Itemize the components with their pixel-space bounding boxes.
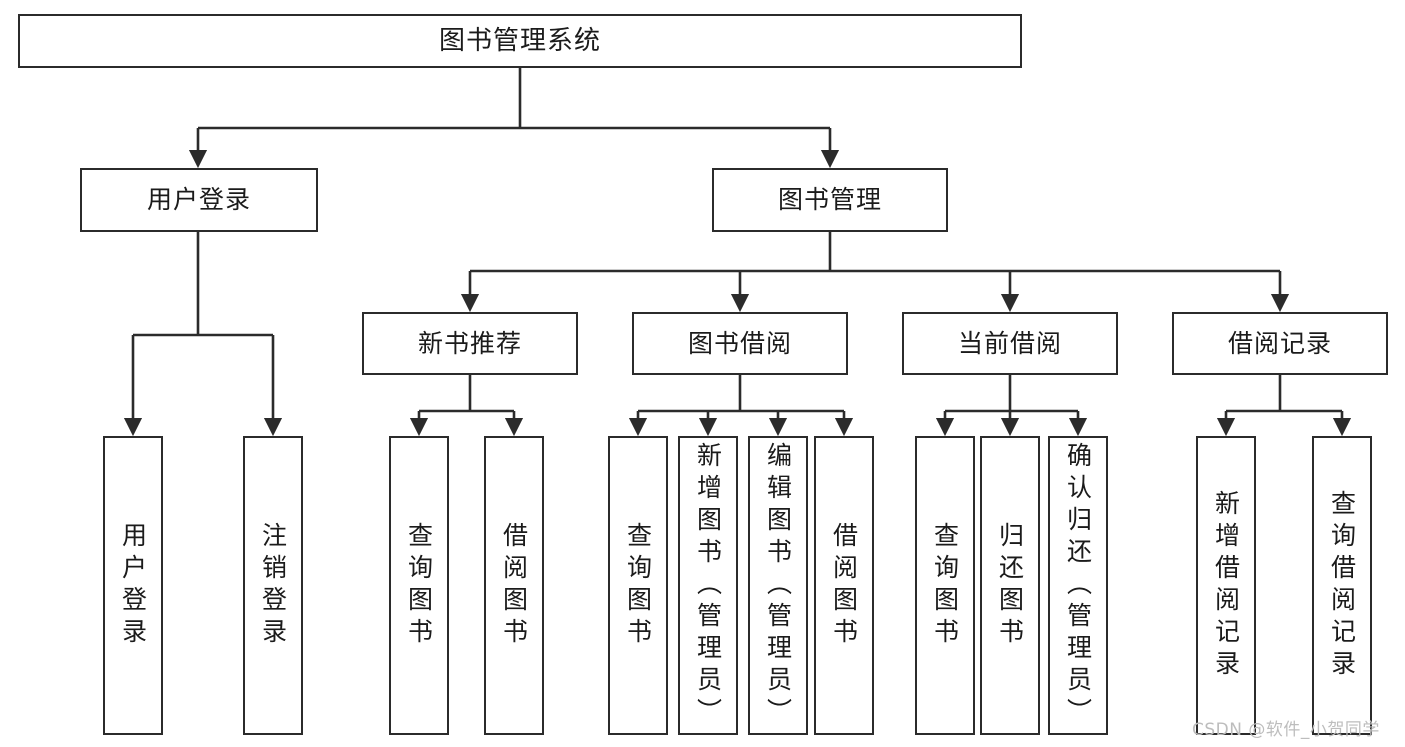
node-label: 新书推荐 (417, 328, 522, 358)
node-label: 查询图书 (404, 521, 434, 650)
node-label: 编辑图书（管理员） (763, 441, 793, 730)
node-root-book-management-system[interactable]: 图书管理系统 (18, 14, 1022, 68)
node-leaf-query-book-borrow[interactable]: 查询图书 (608, 436, 668, 735)
node-leaf-confirm-return-admin[interactable]: 确认归还（管理员） (1048, 436, 1108, 735)
node-leaf-borrow-book-recommend[interactable]: 借阅图书 (484, 436, 544, 735)
node-label: 图书管理 (777, 185, 882, 215)
node-leaf-edit-book-admin[interactable]: 编辑图书（管理员） (748, 436, 808, 735)
node-label: 借阅图书 (829, 521, 859, 650)
node-label: 查询借阅记录 (1327, 489, 1357, 682)
node-new-book-recommend[interactable]: 新书推荐 (362, 312, 578, 375)
node-label: 用户登录 (118, 521, 148, 650)
node-leaf-return-book[interactable]: 归还图书 (980, 436, 1040, 735)
node-label: 借阅图书 (499, 521, 529, 650)
node-user-login[interactable]: 用户登录 (80, 168, 318, 232)
node-label: 新增图书（管理员） (693, 441, 723, 730)
node-label: 新增借阅记录 (1211, 489, 1241, 682)
node-label: 注销登录 (258, 521, 288, 650)
node-leaf-query-borrow-record[interactable]: 查询借阅记录 (1312, 436, 1372, 735)
node-label: 用户登录 (146, 185, 251, 215)
node-book-borrow[interactable]: 图书借阅 (632, 312, 848, 375)
node-label: 查询图书 (930, 521, 960, 650)
node-leaf-query-book-recommend[interactable]: 查询图书 (389, 436, 449, 735)
node-label: 确认归还（管理员） (1063, 441, 1093, 730)
node-label: 借阅记录 (1227, 328, 1332, 358)
node-current-borrow[interactable]: 当前借阅 (902, 312, 1118, 375)
node-label: 图书管理系统 (438, 25, 601, 56)
node-leaf-user-login[interactable]: 用户登录 (103, 436, 163, 735)
node-leaf-query-book-current[interactable]: 查询图书 (915, 436, 975, 735)
node-leaf-add-borrow-record[interactable]: 新增借阅记录 (1196, 436, 1256, 735)
node-leaf-logout[interactable]: 注销登录 (243, 436, 303, 735)
node-label: 当前借阅 (957, 328, 1062, 358)
node-label: 归还图书 (995, 521, 1025, 650)
node-leaf-add-book-admin[interactable]: 新增图书（管理员） (678, 436, 738, 735)
node-label: 查询图书 (623, 521, 653, 650)
node-borrow-record[interactable]: 借阅记录 (1172, 312, 1388, 375)
node-book-management[interactable]: 图书管理 (712, 168, 948, 232)
node-label: 图书借阅 (687, 328, 792, 358)
node-leaf-borrow-book[interactable]: 借阅图书 (814, 436, 874, 735)
csdn-watermark: CSDN @软件_小贺同学 (1192, 720, 1380, 740)
